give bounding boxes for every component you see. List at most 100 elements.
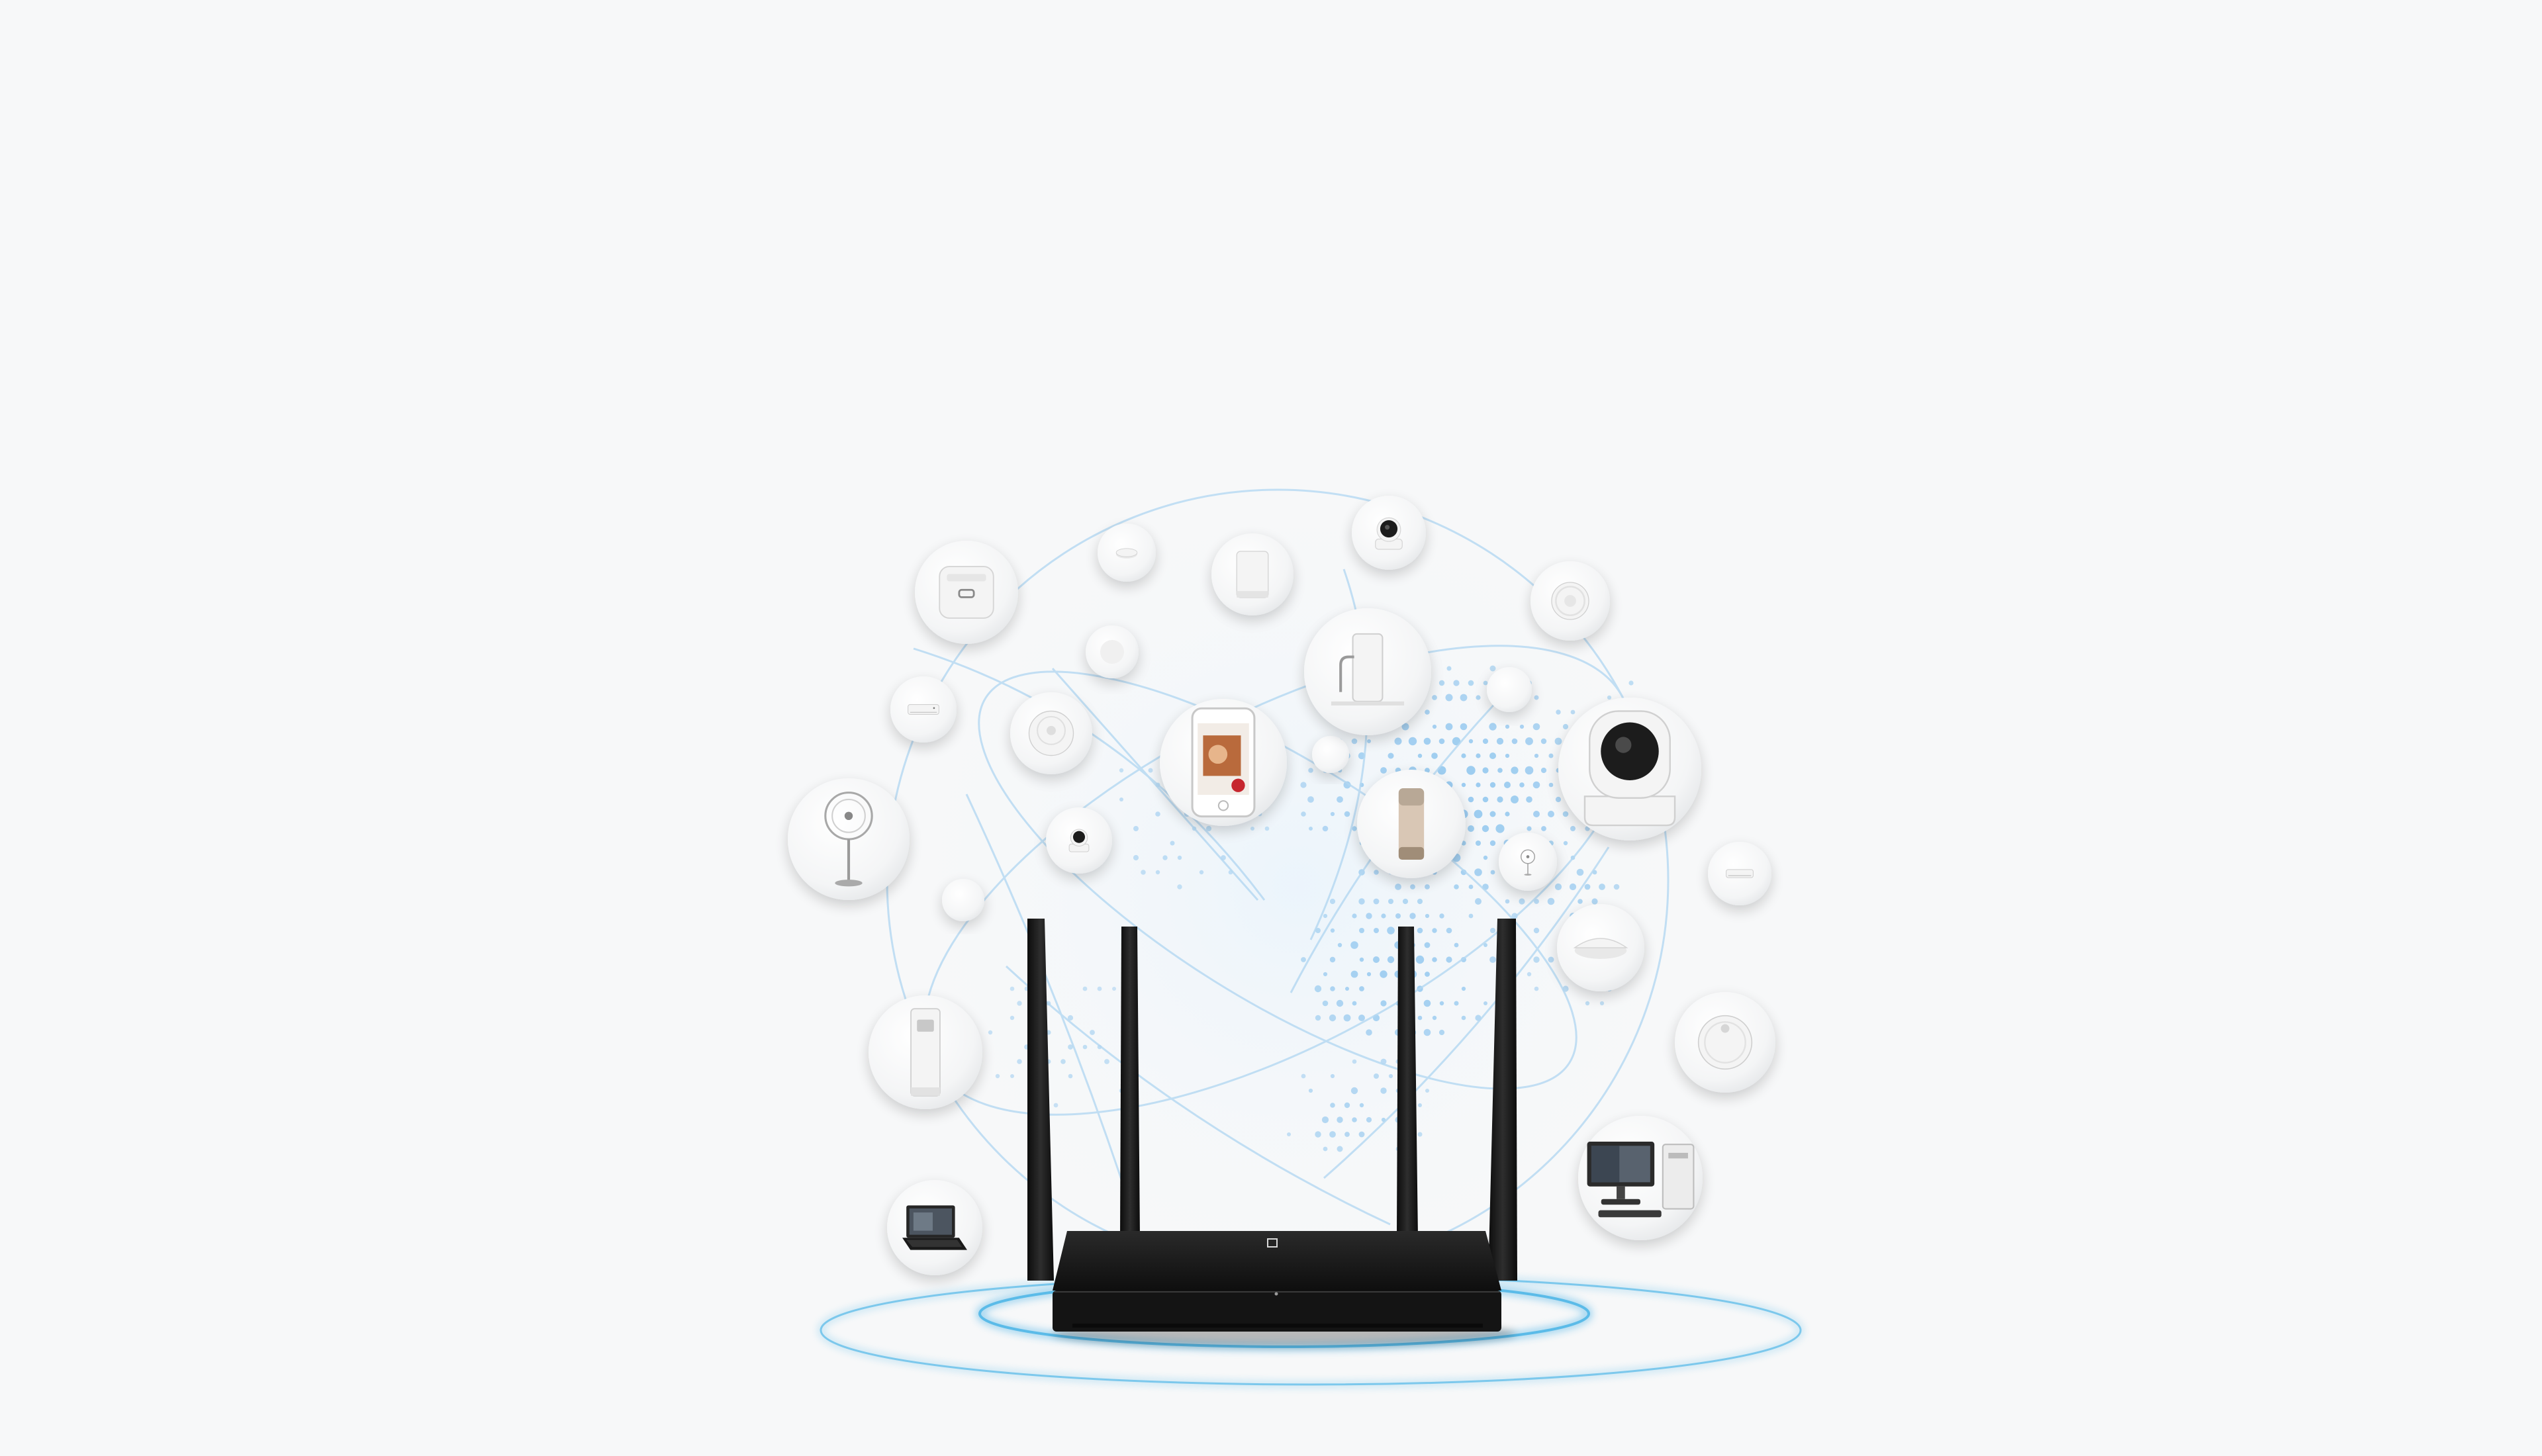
globe-dot <box>1497 796 1503 803</box>
standing-fan-icon <box>824 792 873 887</box>
globe-dot <box>1489 840 1496 846</box>
laptop-icon <box>902 1205 967 1250</box>
globe-dot <box>1409 913 1416 919</box>
globe-dot <box>1395 913 1401 919</box>
globe-dot <box>1082 1044 1088 1050</box>
water-purifier-bubble <box>1304 608 1431 735</box>
globe-dot <box>1584 884 1591 890</box>
smartphone-bubble <box>1160 699 1287 826</box>
empty-bubble <box>1312 736 1349 773</box>
globe-dot <box>1401 723 1409 731</box>
globe-dot <box>1366 1029 1372 1036</box>
globe-dot <box>1309 827 1313 831</box>
globe-dot <box>1439 1001 1444 1006</box>
water-purifier-icon <box>1331 633 1405 705</box>
globe-dot <box>1373 898 1380 905</box>
air-conditioner-bubble <box>890 676 957 743</box>
desk-fan-icon <box>1521 849 1535 876</box>
globe-dot <box>1410 884 1415 889</box>
laptop-bubble <box>887 1180 982 1275</box>
globe-dot <box>1330 1073 1335 1079</box>
globe-dot <box>1519 724 1525 729</box>
air-purifier-cube-bubble <box>915 541 1018 644</box>
smoke-detector-icon <box>1115 548 1138 559</box>
empty-bubble <box>942 879 984 921</box>
globe-dot <box>1497 768 1503 773</box>
globe-dot <box>1526 796 1532 803</box>
globe-dot <box>1097 986 1102 991</box>
globe-dot <box>1388 1073 1393 1079</box>
globe-dot <box>1359 1103 1364 1108</box>
globe-dot <box>1380 767 1387 774</box>
globe-dot <box>1417 753 1423 758</box>
globe-dot <box>1425 972 1430 977</box>
globe-dot <box>1432 1015 1437 1021</box>
home-camera-bubble <box>1558 698 1701 841</box>
globe-dot <box>1519 782 1525 788</box>
globe-dot <box>1337 796 1343 803</box>
globe-dot <box>1476 841 1481 846</box>
globe-dot <box>1505 811 1510 817</box>
globe-dot <box>1417 898 1423 905</box>
globe-dot <box>1148 768 1153 773</box>
globe-dot <box>1461 753 1466 758</box>
security-camera-icon <box>1375 517 1403 550</box>
globe-dot <box>1483 855 1488 860</box>
globe-dot <box>1432 724 1437 729</box>
globe-dot <box>1556 709 1561 715</box>
globe-dot <box>1453 680 1460 686</box>
globe-dot <box>1301 811 1306 817</box>
globe-dot <box>1476 753 1481 758</box>
globe-dot <box>1358 898 1365 905</box>
globe-dot <box>1533 811 1540 817</box>
globe-dot <box>1525 766 1534 775</box>
globe-dot <box>1482 767 1489 774</box>
globe-dot <box>1017 1059 1022 1064</box>
globe-dot <box>1308 768 1313 773</box>
globe-dot <box>1438 738 1445 745</box>
globe-dot <box>1423 999 1431 1007</box>
globe-dot <box>988 1030 993 1035</box>
globe-dot <box>1359 986 1364 991</box>
router-antenna-right-outer <box>1488 919 1517 1281</box>
globe-dot <box>1511 738 1518 745</box>
globe-dot <box>1415 955 1425 964</box>
globe-dot <box>1322 825 1329 832</box>
globe-dot <box>1388 752 1394 759</box>
globe-dot <box>1591 898 1598 905</box>
globe-dot <box>1337 942 1342 948</box>
globe-dot <box>1387 956 1395 964</box>
globe-dot <box>1548 753 1554 758</box>
globe-dot <box>1300 782 1307 788</box>
globe-dot <box>1408 737 1417 746</box>
globe-dot <box>1350 1087 1358 1095</box>
globe-dot <box>1446 666 1452 671</box>
globe-dot <box>1352 1001 1357 1006</box>
globe-dot <box>1350 970 1358 978</box>
globe-dot <box>1534 986 1539 991</box>
globe-dot <box>1475 898 1482 905</box>
globe-dot <box>1387 927 1395 934</box>
globe-dot <box>1628 680 1634 686</box>
globe-dot <box>995 1073 1000 1079</box>
globe-dot <box>1330 928 1335 933</box>
globe-dot <box>1483 943 1487 947</box>
globe-dot <box>1359 957 1364 962</box>
mini-camera-bubble <box>1046 807 1112 874</box>
globe-dot <box>1489 752 1496 759</box>
globe-dot <box>1359 928 1364 933</box>
globe-dot <box>1090 1030 1095 1035</box>
globe-dot <box>1540 767 1547 774</box>
desk-fan-bubble <box>1499 833 1557 891</box>
globe-dot <box>1577 899 1583 904</box>
globe-dot <box>1010 1015 1015 1021</box>
globe-dot <box>1511 766 1519 774</box>
globe-dot <box>1432 957 1437 962</box>
globe-dot <box>1352 1117 1357 1122</box>
globe-dot <box>1344 1132 1350 1137</box>
globe-dot <box>1483 680 1488 686</box>
globe-dot <box>1466 766 1476 775</box>
globe-dot <box>1380 1000 1387 1007</box>
globe-dot <box>1489 782 1496 788</box>
globe-dot <box>1010 986 1015 991</box>
